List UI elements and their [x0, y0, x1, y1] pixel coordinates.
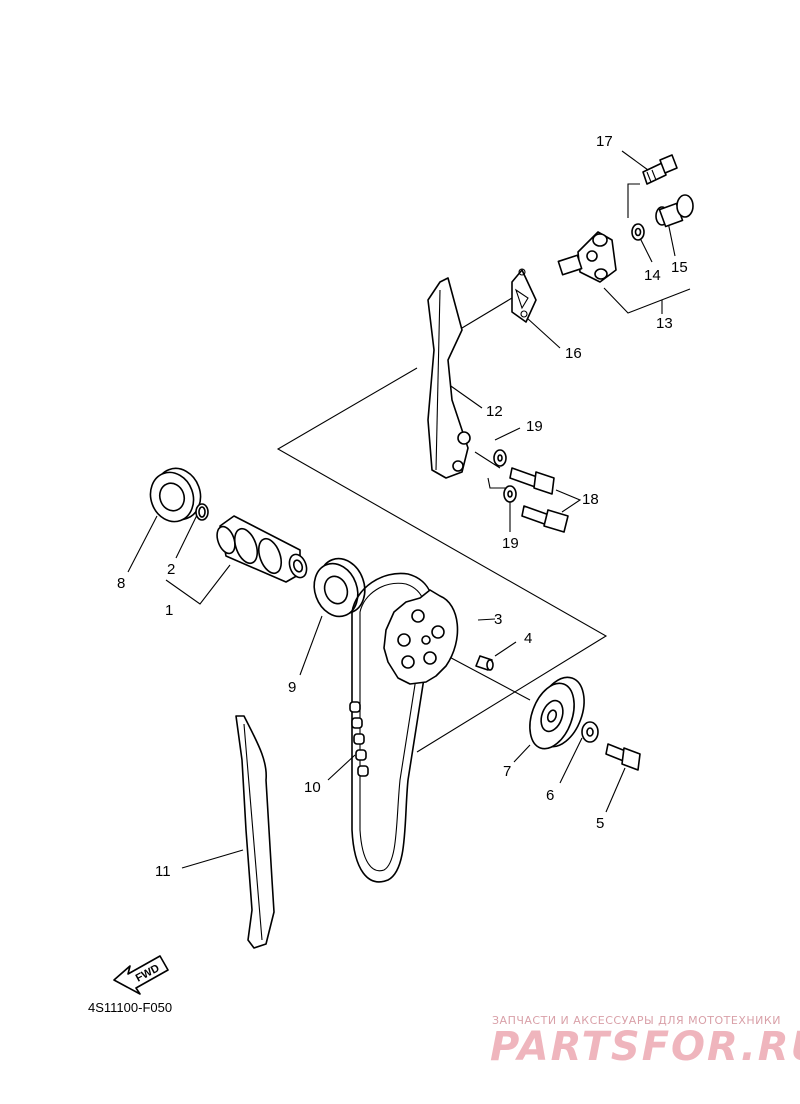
forward-direction-arrow: FWD	[113, 955, 169, 995]
washer-part-6	[581, 721, 599, 743]
gasket-part-16	[511, 268, 537, 323]
bolt-part-5	[605, 743, 641, 771]
diagram-reference-code: 4S11100-F050	[88, 1000, 172, 1015]
callout-7: 7	[503, 763, 511, 780]
camshaft-part-1	[216, 515, 308, 583]
bolt-part-18-upper	[509, 467, 555, 495]
callout-19-lower: 19	[502, 535, 519, 552]
callout-17: 17	[596, 133, 613, 150]
assembly-outline	[276, 367, 608, 753]
callout-8: 8	[117, 575, 125, 592]
callout-13: 13	[656, 315, 673, 332]
cam-chain-part-10	[349, 572, 435, 883]
callout-9: 9	[288, 679, 296, 696]
callout-1: 1	[165, 602, 173, 619]
callout-11: 11	[155, 863, 171, 880]
chain-guide-part-11	[235, 715, 275, 949]
cam-sprocket-part-3	[383, 589, 459, 685]
chain-tensioner-part-13	[557, 231, 617, 283]
callout-2: 2	[167, 561, 175, 578]
dowel-pin-part-4	[475, 655, 494, 671]
bolt-part-17	[642, 154, 678, 185]
washer-part-14	[631, 223, 645, 241]
o-ring-part-2	[195, 503, 209, 521]
bearing-part-9	[313, 557, 366, 618]
watermark: ЗАПЧАСТИ И АКСЕССУАРЫ ДЛЯ МОТОТЕХНИКИ PA…	[490, 1014, 800, 1070]
callout-labels: 1 2 3 4 5 6 7 8 9 10 11 12 13 14 15 16 1…	[117, 133, 688, 880]
callout-10: 10	[304, 779, 321, 796]
callout-12: 12	[486, 403, 503, 420]
callout-6: 6	[546, 787, 554, 804]
callout-4: 4	[524, 630, 532, 647]
callout-5: 5	[596, 815, 604, 832]
callout-16: 16	[565, 345, 582, 362]
washer-part-19-lower	[503, 485, 517, 503]
callout-19-upper: 19	[526, 418, 543, 435]
callout-15: 15	[671, 259, 688, 276]
callout-14: 14	[644, 267, 661, 284]
leader-lines	[127, 150, 691, 869]
watermark-logo-text: PARTSFOR.RU	[490, 1024, 800, 1070]
watermark-caption: ЗАПЧАСТИ И АКСЕССУАРЫ ДЛЯ МОТОТЕХНИКИ	[492, 1014, 781, 1027]
tensioner-guide-part-12	[427, 277, 471, 479]
bearing-part-8	[149, 467, 202, 523]
plate-part-7	[529, 676, 585, 750]
tensioner-plug-part-15	[655, 194, 694, 228]
bolt-part-18-lower	[521, 505, 569, 533]
washer-part-19-upper	[493, 449, 507, 467]
callout-3: 3	[494, 611, 502, 628]
callout-18: 18	[582, 491, 599, 508]
